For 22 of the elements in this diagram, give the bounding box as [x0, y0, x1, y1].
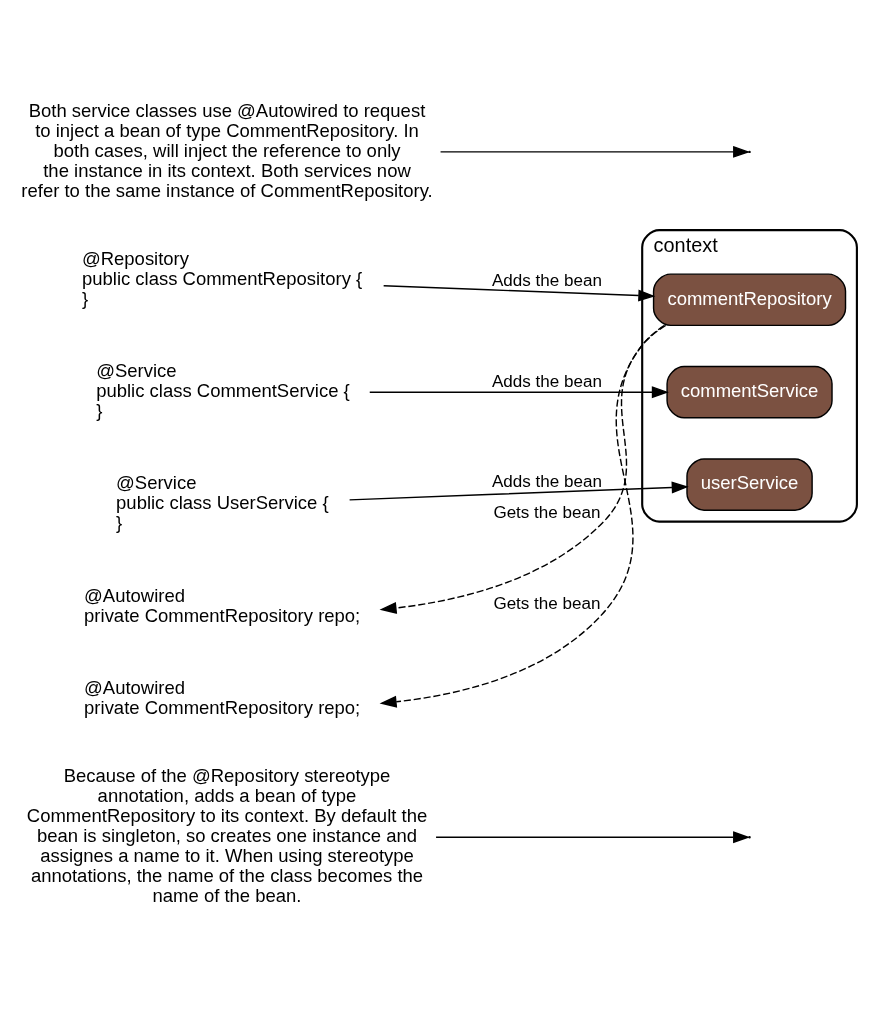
edge-label: Adds the bean — [491, 372, 602, 392]
node-box: commentRepository — [652, 273, 847, 327]
node-text: @Repository public class CommentRepository { } — [81, 247, 363, 309]
node-text: @Autowired private CommentRepository repo; — [84, 677, 361, 719]
edge-label: Gets the bean — [493, 503, 601, 523]
arrow — [382, 285, 656, 302]
node-box: userService — [686, 458, 813, 511]
node-text: Because of the @Repository stereotype annotation, adds a bean of type CommentRepository to its context. By default the bean is singleton, so creates one instance and assignes a name to it. When using stereotype annotations, the name of the class becomes the name of the bean. — [26, 765, 428, 906]
arrow — [369, 386, 669, 399]
node-text: @Autowired private CommentRepository repo; — [84, 584, 361, 626]
edge-label: Gets the bean — [493, 594, 601, 614]
arrow — [439, 145, 751, 158]
edge-label: Adds the bean — [491, 271, 602, 291]
edge-label: Adds the bean — [491, 471, 602, 491]
node-text: Both service classes use @Autowired to request to inject a bean of type CommentRepository. In both cases, will inject the reference to only the instance in its context. Both services now refer to the same instance of CommentRepository. — [21, 99, 433, 201]
arrow — [379, 324, 667, 614]
arrow — [379, 324, 665, 708]
arrow — [348, 481, 689, 501]
node-text: @Service public class UserService { } — [116, 472, 329, 534]
arrow — [435, 831, 751, 844]
node-text: @Service public class CommentService { } — [96, 360, 350, 421]
node-box: commentService — [666, 365, 833, 419]
